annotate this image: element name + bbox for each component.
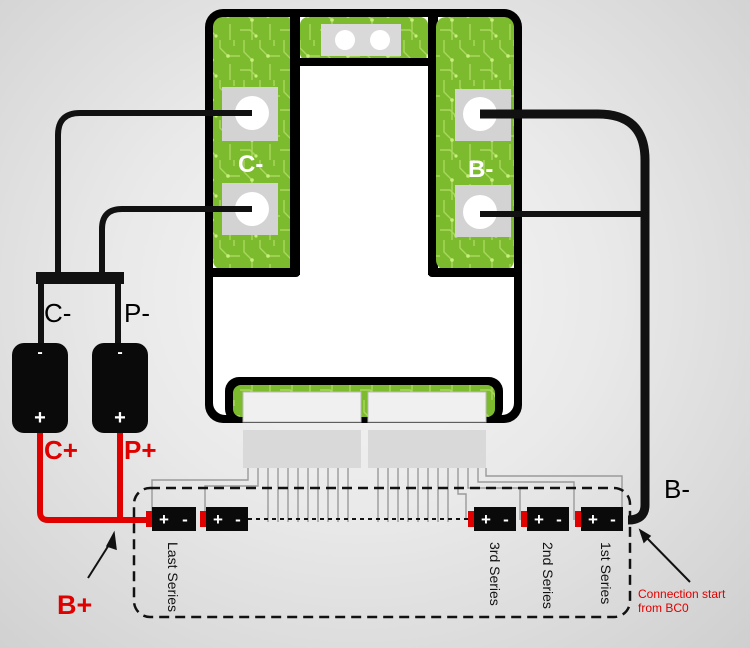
battery-pack-outline bbox=[132, 486, 632, 619]
cell-last-series: + - bbox=[146, 507, 196, 531]
b-minus-wire bbox=[480, 109, 650, 525]
plug-left bbox=[243, 430, 361, 468]
p-minus-wire bbox=[99, 206, 252, 278]
main-wires bbox=[55, 109, 650, 525]
cell-1st-series: + - bbox=[575, 507, 623, 531]
cell-2nd-series: + - bbox=[521, 507, 569, 531]
svg-text:-: - bbox=[556, 510, 562, 529]
label-3rd-series: 3rd Series bbox=[487, 542, 503, 606]
battery-cells: + - + - + - + - + - bbox=[146, 507, 623, 531]
board-right-label: B- bbox=[468, 156, 493, 183]
connection-start-line1: Connection start bbox=[638, 587, 726, 601]
svg-text:+: + bbox=[34, 407, 46, 429]
connection-start-line2: from BC0 bbox=[638, 601, 689, 615]
svg-text:-: - bbox=[117, 344, 122, 361]
svg-text:-: - bbox=[182, 510, 188, 529]
b-minus-label: B- bbox=[664, 474, 690, 504]
svg-text:+: + bbox=[534, 510, 544, 529]
svg-text:-: - bbox=[503, 510, 509, 529]
label-2nd-series: 2nd Series bbox=[540, 542, 556, 609]
c-plus-label: C+ bbox=[44, 435, 78, 465]
svg-text:-: - bbox=[610, 510, 616, 529]
svg-text:-: - bbox=[235, 510, 241, 529]
c-minus-wire bbox=[55, 110, 252, 278]
label-1st-series: 1st Series bbox=[598, 542, 614, 604]
c-minus-label: C- bbox=[44, 298, 71, 328]
sense-connector-right bbox=[367, 391, 487, 423]
p-plus-label: P+ bbox=[124, 435, 157, 465]
sense-connector-left bbox=[242, 391, 362, 423]
p-terminal bbox=[92, 343, 148, 433]
svg-text:+: + bbox=[114, 407, 126, 429]
cell-second-to-last: + - bbox=[200, 507, 248, 531]
svg-text:+: + bbox=[159, 510, 169, 529]
label-last-series: Last Series bbox=[165, 542, 181, 612]
c-p-junction-bar bbox=[36, 272, 124, 284]
c-terminal bbox=[12, 343, 68, 433]
bms-board: C- B- bbox=[205, 9, 522, 468]
connection-start-callout: Connection start from BC0 bbox=[638, 528, 726, 615]
svg-text:+: + bbox=[481, 510, 491, 529]
svg-text:+: + bbox=[213, 510, 223, 529]
cell-3rd-series: + - bbox=[468, 507, 516, 531]
b-plus-label: B+ bbox=[57, 590, 92, 620]
socket-hole-2 bbox=[370, 30, 390, 50]
svg-text:-: - bbox=[37, 344, 42, 361]
plug-right bbox=[368, 430, 486, 468]
svg-text:+: + bbox=[588, 510, 598, 529]
terminal-blocks: - + - + C- P- C+ P+ bbox=[12, 298, 157, 465]
positive-wires bbox=[37, 433, 150, 523]
p-minus-label: P- bbox=[124, 298, 150, 328]
socket-hole-1 bbox=[335, 30, 355, 50]
b-plus-callout: B+ bbox=[57, 530, 117, 620]
board-left-label: C- bbox=[238, 151, 263, 178]
